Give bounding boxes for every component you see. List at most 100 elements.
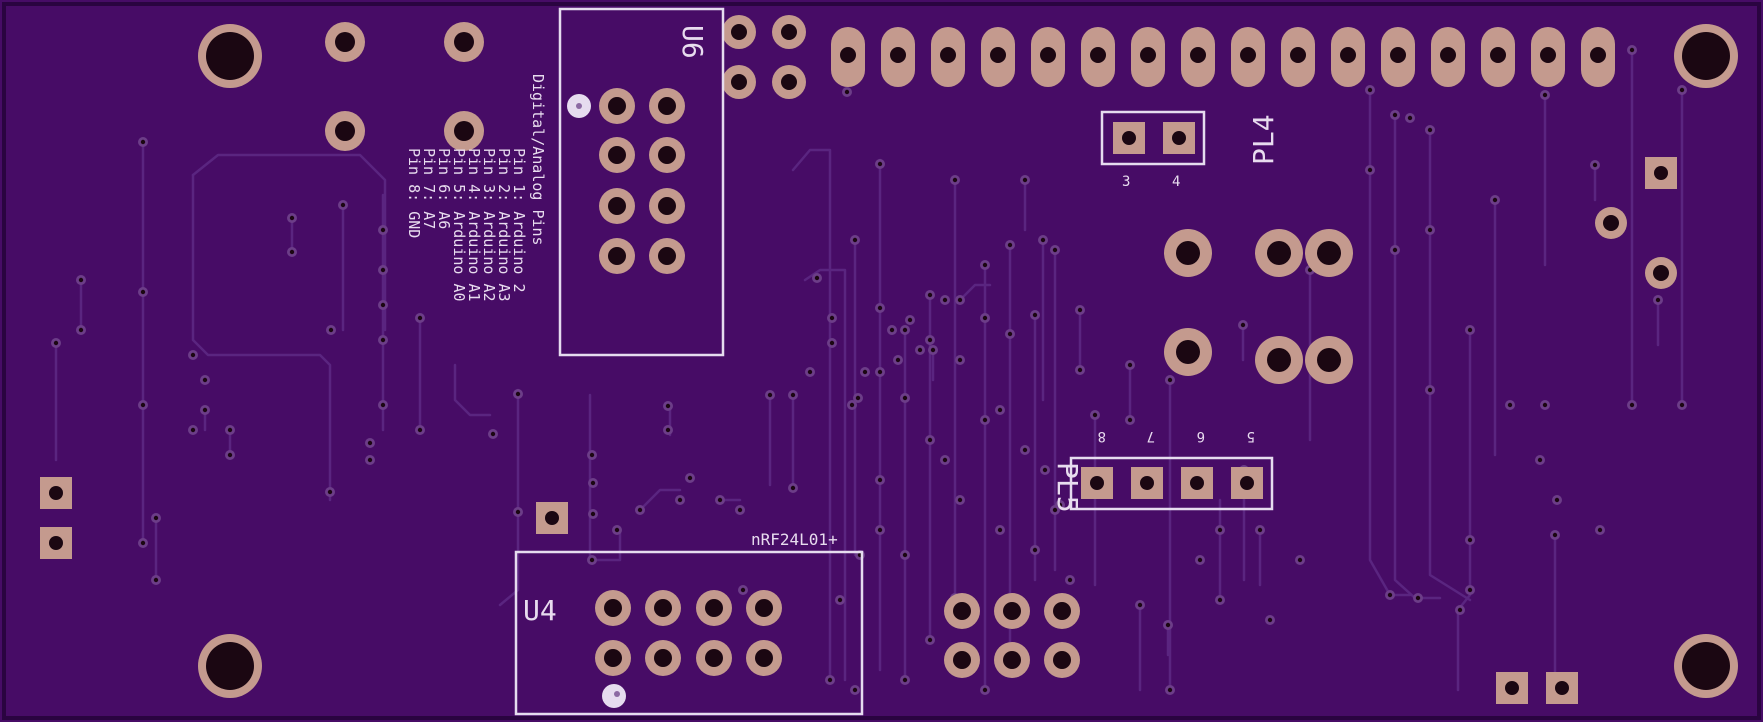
via-hole: [1127, 417, 1133, 423]
square-pad-hole: [1240, 476, 1254, 490]
pl5-pin8-label: 8: [1098, 428, 1106, 444]
pad-hole: [705, 599, 723, 617]
via-hole: [380, 227, 386, 233]
via-hole: [515, 391, 521, 397]
via-hole: [1467, 537, 1473, 543]
via-hole: [1022, 447, 1028, 453]
via-hole: [1032, 312, 1038, 318]
pad-hole: [335, 121, 355, 141]
pad-hole: [1317, 241, 1341, 265]
via-hole: [1217, 597, 1223, 603]
pad-hole: [658, 247, 676, 265]
via-hole: [1537, 457, 1543, 463]
pad-hole: [1267, 241, 1291, 265]
via-hole: [1467, 587, 1473, 593]
header-pad-hole: [940, 47, 956, 63]
through-hole-pads: [325, 15, 1677, 708]
via-hole: [380, 267, 386, 273]
via-hole: [589, 557, 595, 563]
via-hole: [982, 315, 988, 321]
pad-hole: [1176, 241, 1200, 265]
square-pad-hole: [1122, 131, 1136, 145]
via-hole: [957, 357, 963, 363]
via-hole: [327, 489, 333, 495]
pl4-pin4-label: 4: [1172, 174, 1180, 190]
pin-note-line: Pin 7: A7: [420, 148, 438, 229]
via-hole: [889, 327, 895, 333]
via-hole: [1467, 327, 1473, 333]
copper-traces: [54, 48, 1684, 692]
pin-note-line: Pin 6: A6: [435, 148, 453, 229]
square-pad-hole: [49, 486, 63, 500]
u4-label: U4: [523, 594, 557, 627]
via-hole: [1137, 602, 1143, 608]
via-hole: [614, 527, 620, 533]
pad-hole: [731, 74, 747, 90]
pad-hole: [953, 602, 971, 620]
nrf-label: nRF24L01+: [751, 530, 838, 549]
via-hole: [1407, 115, 1413, 121]
pl5-pin5-label: 5: [1247, 428, 1255, 444]
via-hole: [829, 315, 835, 321]
via-hole: [340, 202, 346, 208]
via-hole: [1679, 87, 1685, 93]
via-hole: [957, 497, 963, 503]
via-hole: [997, 527, 1003, 533]
pl5-pin6-label: 6: [1197, 428, 1205, 444]
pad-hole: [1053, 651, 1071, 669]
via-hole: [1040, 237, 1046, 243]
via-hole: [1042, 467, 1048, 473]
via-hole: [227, 452, 233, 458]
via-hole: [140, 540, 146, 546]
via-hole: [1217, 527, 1223, 533]
pad-hole: [604, 649, 622, 667]
pl5-label: PL5: [1051, 462, 1084, 513]
pad-hole: [1603, 215, 1619, 231]
via-hole: [717, 497, 723, 503]
via-hole: [902, 552, 908, 558]
via-hole: [328, 327, 334, 333]
via-hole: [1297, 557, 1303, 563]
header-pad-hole: [1340, 47, 1356, 63]
via-hole: [740, 587, 746, 593]
via-hole: [417, 315, 423, 321]
header-pad-hole: [1090, 47, 1106, 63]
via-hole: [877, 369, 883, 375]
pad-hole: [781, 24, 797, 40]
via-hole: [190, 352, 196, 358]
header-pad-hole: [1440, 47, 1456, 63]
via-hole: [767, 392, 773, 398]
via-hole: [202, 377, 208, 383]
u6-outline: [558, 7, 725, 357]
via-hole: [807, 369, 813, 375]
via-hole: [902, 677, 908, 683]
via-hole: [637, 507, 643, 513]
via-hole: [590, 511, 596, 517]
header-pad-hole: [1540, 47, 1556, 63]
pl4-outline: [1100, 110, 1206, 166]
via-hole: [852, 237, 858, 243]
via-hole: [380, 337, 386, 343]
via-hole: [367, 440, 373, 446]
via-hole: [677, 497, 683, 503]
via-hole: [997, 407, 1003, 413]
pad-hole: [1003, 602, 1021, 620]
via-hole: [380, 402, 386, 408]
header-pad-hole: [1490, 47, 1506, 63]
via-hole: [380, 302, 386, 308]
via-hole: [140, 402, 146, 408]
vias: [51, 45, 1687, 695]
pad-hole: [454, 121, 474, 141]
via-hole: [982, 417, 988, 423]
pad-hole: [1653, 265, 1669, 281]
pad-hole: [1053, 602, 1071, 620]
header-pad-hole: [1040, 47, 1056, 63]
via-hole: [942, 457, 948, 463]
via-hole: [1127, 362, 1133, 368]
pin1-marker-hole: [576, 103, 582, 109]
via-hole: [53, 340, 59, 346]
via-hole: [515, 509, 521, 515]
via-hole: [895, 357, 901, 363]
silkscreen-labels: U6 U4 PL4 PL5 nRF24L01+ 3 4 8 7 6 5: [523, 25, 1280, 627]
